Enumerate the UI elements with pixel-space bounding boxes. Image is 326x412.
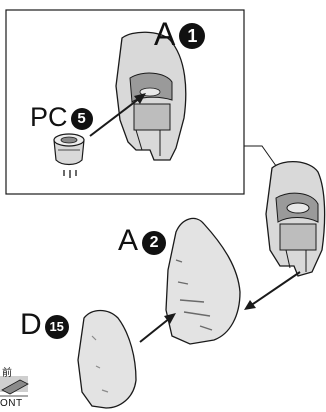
part-assembled-a1 bbox=[266, 162, 325, 276]
label-pc5-letter: PC bbox=[30, 102, 68, 132]
label-a2-number: 2 bbox=[142, 231, 166, 255]
front-badge-kanji: 前 bbox=[2, 364, 12, 379]
label-a1-number: 1 bbox=[179, 23, 205, 49]
part-a2 bbox=[166, 218, 240, 344]
label-a2-letter: A bbox=[118, 224, 138, 257]
front-badge-text: ONT bbox=[0, 398, 23, 409]
label-a1-letter: A bbox=[154, 16, 175, 52]
label-pc5-number: 5 bbox=[71, 108, 93, 130]
part-d15 bbox=[78, 311, 136, 409]
label-d15-number: 15 bbox=[45, 315, 69, 339]
front-badge-graphic bbox=[0, 376, 28, 396]
arrow-to-a2 bbox=[244, 272, 300, 310]
label-d15-letter: D bbox=[20, 308, 42, 341]
